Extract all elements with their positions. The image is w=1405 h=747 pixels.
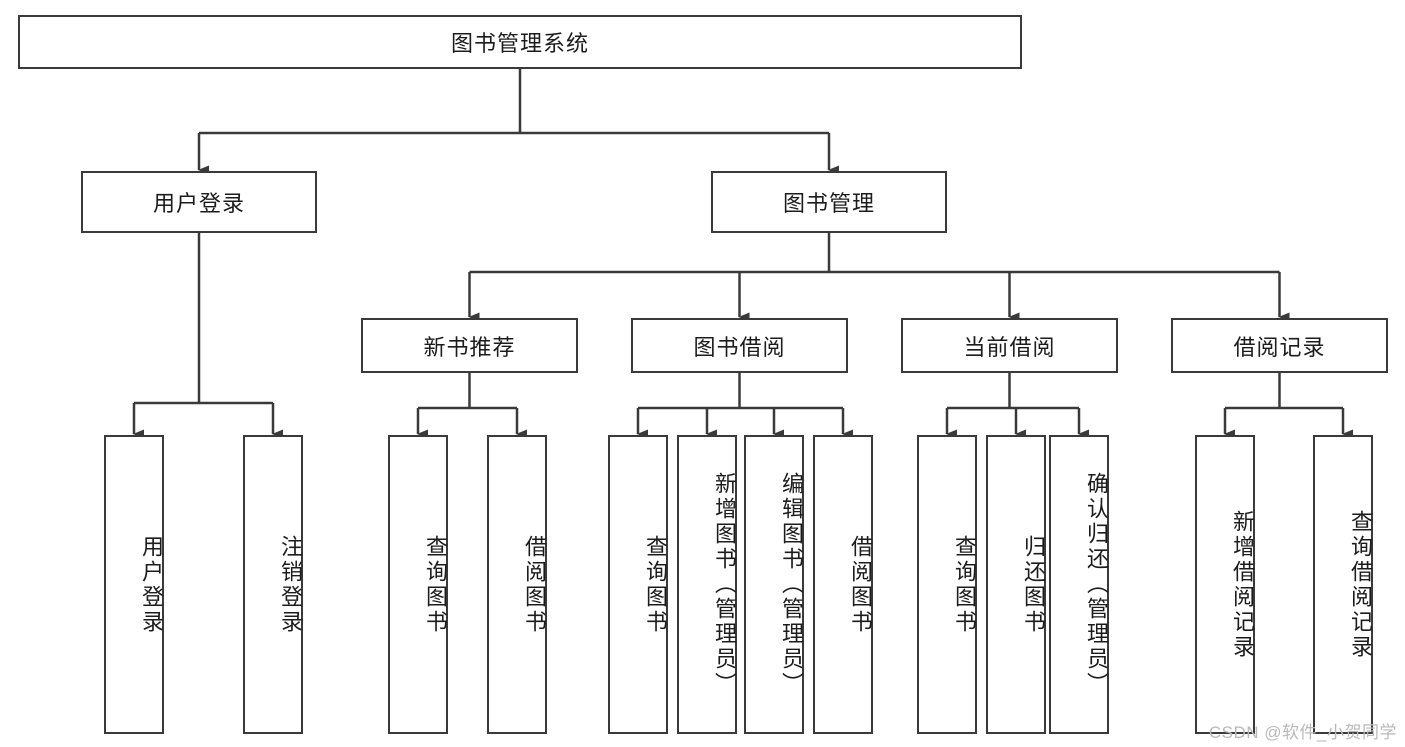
node-borrow-record[interactable]: 借阅记录 xyxy=(1171,318,1388,373)
node-label: 图书管理系统 xyxy=(450,31,589,56)
node-label: 新书推荐 xyxy=(423,334,516,360)
node-leaf-record-add[interactable]: 新增借阅记录 xyxy=(1195,435,1255,734)
node-label: 注销登录 xyxy=(278,534,303,635)
node-leaf-rec-borrow-book[interactable]: 借阅图书 xyxy=(487,435,547,734)
node-leaf-user-login[interactable]: 用户登录 xyxy=(104,435,164,734)
node-root[interactable]: 图书管理系统 xyxy=(18,15,1022,69)
node-leaf-borrow-edit-book[interactable]: 编辑图书（管理员） xyxy=(744,435,804,734)
node-label: 编辑图书（管理员） xyxy=(779,472,804,697)
node-label: 借阅图书 xyxy=(522,534,547,635)
node-label: 查询图书 xyxy=(423,534,448,635)
node-label: 用户登录 xyxy=(152,191,245,216)
node-book-borrow[interactable]: 图书借阅 xyxy=(631,318,848,373)
node-label: 查询借阅记录 xyxy=(1348,509,1373,660)
node-leaf-record-query[interactable]: 查询借阅记录 xyxy=(1313,435,1373,734)
node-leaf-current-return-book[interactable]: 归还图书 xyxy=(986,435,1046,734)
node-book-manage[interactable]: 图书管理 xyxy=(711,171,947,233)
node-label: 查询图书 xyxy=(952,534,977,635)
node-label: 当前借阅 xyxy=(963,334,1056,360)
node-leaf-borrow-add-book[interactable]: 新增图书（管理员） xyxy=(677,435,737,734)
node-leaf-current-query-book[interactable]: 查询图书 xyxy=(917,435,977,734)
node-label: 借阅图书 xyxy=(848,534,873,635)
node-current-borrow[interactable]: 当前借阅 xyxy=(901,318,1118,373)
node-label: 确认归还（管理员） xyxy=(1084,472,1109,697)
node-label: 新增借阅记录 xyxy=(1230,509,1255,660)
node-label: 归还图书 xyxy=(1021,534,1046,635)
node-leaf-borrow-borrow-book[interactable]: 借阅图书 xyxy=(813,435,873,734)
node-label: 用户登录 xyxy=(139,534,164,635)
node-new-book-rec[interactable]: 新书推荐 xyxy=(361,318,578,373)
node-label: 图书借阅 xyxy=(693,334,786,360)
node-leaf-user-logout[interactable]: 注销登录 xyxy=(243,435,303,734)
node-leaf-rec-query-book[interactable]: 查询图书 xyxy=(388,435,448,734)
node-leaf-current-confirm-return[interactable]: 确认归还（管理员） xyxy=(1049,435,1109,734)
node-label: 图书管理 xyxy=(782,191,875,216)
node-label: 新增图书（管理员） xyxy=(712,472,737,697)
node-label: 借阅记录 xyxy=(1233,334,1326,360)
node-user-login[interactable]: 用户登录 xyxy=(81,171,317,233)
node-label: 查询图书 xyxy=(643,534,668,635)
node-leaf-borrow-query-book[interactable]: 查询图书 xyxy=(608,435,668,734)
